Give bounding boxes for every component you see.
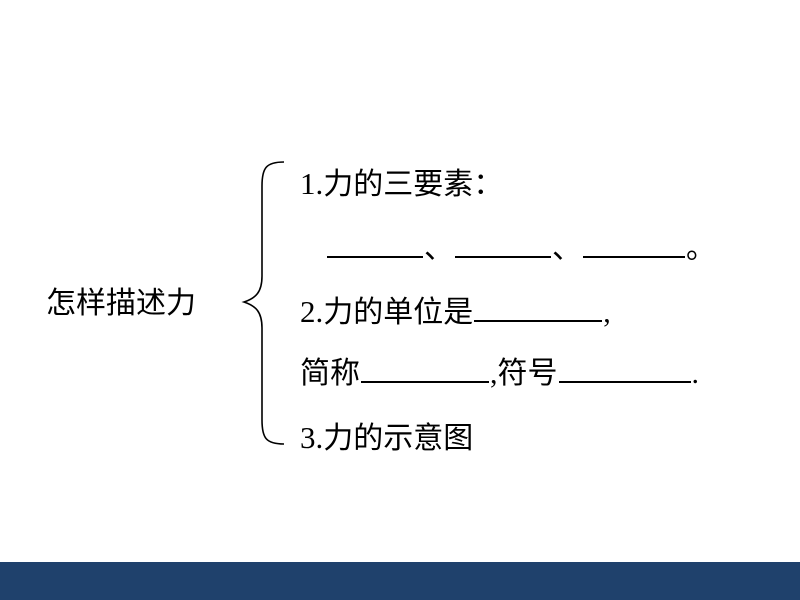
blank-element-2[interactable]	[455, 228, 551, 258]
item-2-line: 2.力的单位是,	[300, 292, 611, 333]
item-3-text: 力的示意图	[323, 421, 474, 456]
blank-symbol[interactable]	[558, 353, 691, 383]
item-1-text: 力的三要素：	[323, 167, 504, 202]
item-1-number: 1.	[300, 166, 324, 201]
blank-element-3[interactable]	[583, 228, 685, 258]
item-1-line: 1.力的三要素：	[300, 164, 503, 205]
item-2-number: 2.	[300, 294, 324, 329]
item-1-end-mark: 。	[686, 231, 716, 266]
separator-1: 、	[424, 231, 454, 266]
item-2-end-mark: .	[691, 357, 700, 390]
item-2-continuation-line: 简称,符号.	[300, 353, 699, 394]
item-1-blanks-line: 、 、 。	[326, 228, 716, 269]
item-3-number: 3.	[300, 420, 324, 455]
abbreviation-comma: ,	[490, 357, 498, 390]
blank-unit[interactable]	[474, 292, 603, 322]
item-3-line: 3.力的示意图	[300, 418, 473, 459]
footer-bar	[0, 562, 800, 600]
separator-2: 、	[552, 231, 582, 266]
item-2-comma: ,	[603, 296, 611, 329]
topic-title: 怎样描述力	[46, 286, 196, 321]
blank-abbreviation[interactable]	[361, 353, 489, 383]
blank-element-1[interactable]	[327, 228, 423, 258]
item-2-text: 力的单位是	[323, 295, 474, 330]
abbreviation-label: 简称	[300, 356, 360, 391]
symbol-label: 符号	[497, 356, 558, 391]
left-brace	[241, 161, 285, 445]
